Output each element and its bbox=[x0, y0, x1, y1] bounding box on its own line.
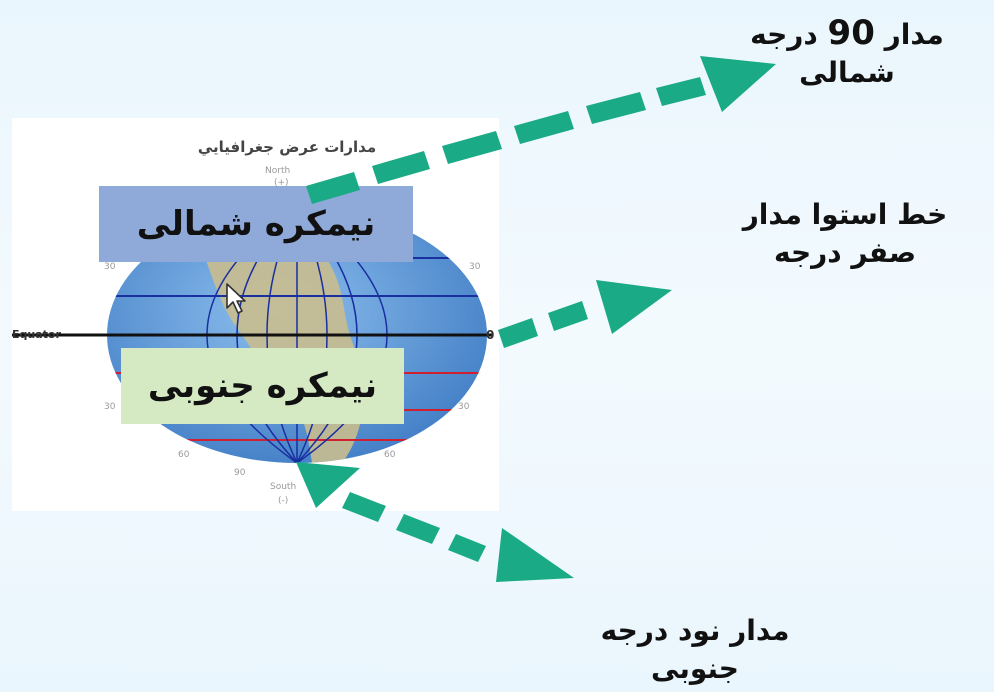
arrow-to-south-pole bbox=[296, 462, 574, 582]
northern-hemisphere-label: نیمکره شمالی bbox=[99, 186, 413, 262]
panel-title: مدارات عرض جغرافيايي bbox=[197, 138, 377, 156]
latitude-mark: 30 bbox=[469, 262, 481, 272]
north-sign: (+) bbox=[274, 178, 289, 188]
north-pole-annotation-line2: شمالی bbox=[799, 56, 895, 89]
latitude-mark: 90 bbox=[234, 468, 246, 478]
south-pole-annotation-line2: جنوبی bbox=[650, 652, 739, 685]
equator-annotation-line2: صفر درجه bbox=[773, 236, 917, 269]
latitude-mark: 30 bbox=[104, 262, 116, 272]
south-label: South bbox=[270, 482, 297, 492]
north-pole-number: 90 bbox=[827, 13, 875, 53]
latitude-mark: 30 bbox=[104, 402, 116, 412]
north-pole-annotation-line1: مدار 90 درجه bbox=[700, 14, 994, 54]
arrow-to-equator bbox=[498, 280, 672, 348]
equator-annotation: خط استوا مدار صفر درجه bbox=[720, 196, 970, 272]
zero-label: 0 bbox=[486, 328, 495, 342]
mouse-cursor-icon bbox=[226, 283, 246, 314]
south-pole-annotation: مدار نود درجه جنوبی bbox=[560, 612, 830, 688]
latitude-mark: 60 bbox=[178, 450, 190, 460]
equator-annotation-line1: خط استوا مدار bbox=[742, 198, 948, 231]
north-pole-unit: درجه bbox=[750, 18, 818, 51]
north-pole-word: مدار bbox=[884, 18, 944, 51]
north-pole-annotation: مدار 90 درجه شمالی bbox=[700, 14, 994, 92]
latitude-mark: 30 bbox=[458, 402, 470, 412]
south-sign: (-) bbox=[278, 496, 289, 506]
equator-label: Equator bbox=[12, 328, 61, 341]
southern-hemisphere-label: نیمکره جنوبی bbox=[121, 348, 404, 424]
arrow-to-north-pole bbox=[306, 56, 776, 204]
north-label: North bbox=[265, 166, 291, 176]
south-pole-annotation-line1: مدار نود درجه bbox=[600, 614, 790, 647]
latitude-mark: 60 bbox=[384, 450, 396, 460]
